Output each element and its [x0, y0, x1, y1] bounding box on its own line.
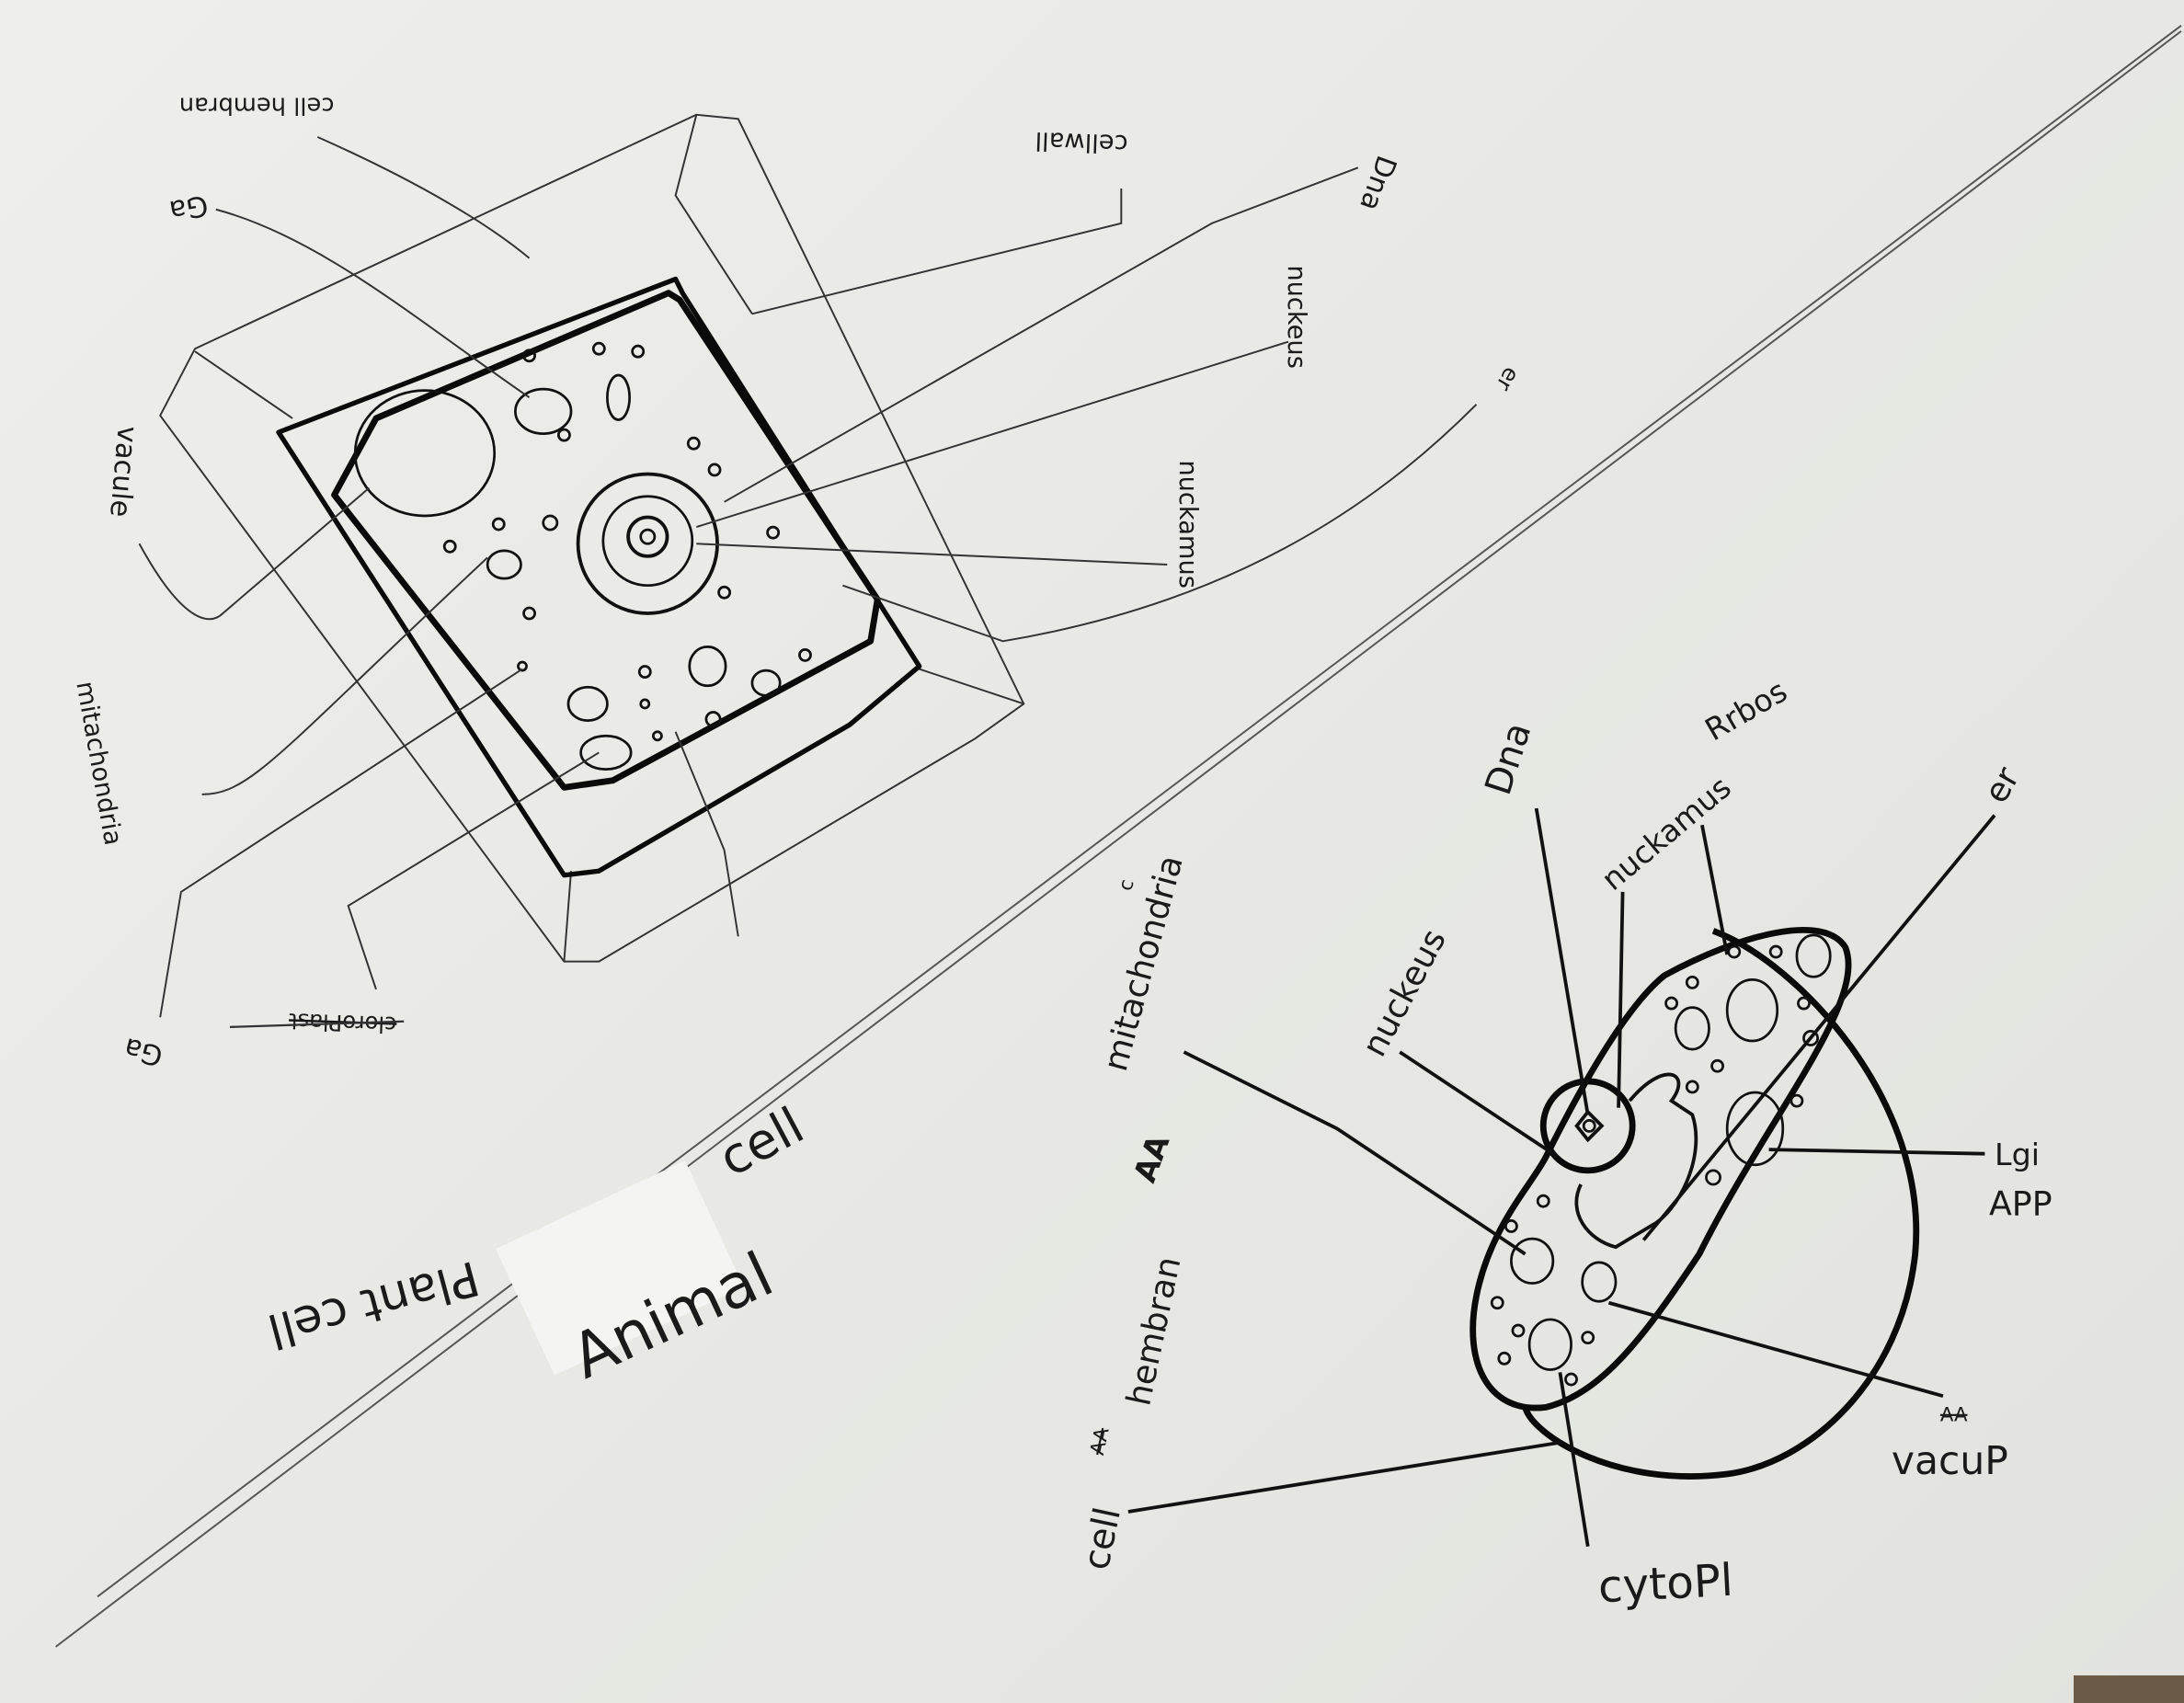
mitochondria [566, 685, 609, 722]
mitochondria [1725, 977, 1779, 1043]
label-golgi-1: Lgi [1995, 1137, 2040, 1172]
golgi [514, 387, 573, 435]
label-golgi-bottom: Ga [120, 1031, 166, 1072]
label-ribosomes: Rrbos [1699, 673, 1793, 749]
mitochondria [1510, 1237, 1555, 1285]
plant-cell-title: Plant cell [262, 1250, 485, 1359]
cell-wall-outer [159, 113, 1025, 963]
label-vacuole-crossed: AA [1940, 1402, 1968, 1425]
vacuole [1581, 1261, 1618, 1303]
scribble-mark: AA [1126, 1130, 1176, 1187]
ribosomes [1490, 944, 1820, 1387]
dna [639, 528, 657, 545]
label-nucleus: nuckeus [1282, 265, 1310, 369]
cytoplasm-body [1469, 927, 1852, 1412]
nucleolus [1574, 1109, 1605, 1143]
vacuole [1795, 933, 1832, 978]
table-edge [2074, 1675, 2184, 1703]
vacuole [353, 389, 497, 518]
animal-leader-lines [1127, 807, 1996, 1548]
label-cytoplasm: cytoPl [1597, 1555, 1734, 1614]
label-cell-membrane-2: hembran [1118, 1253, 1188, 1409]
chloroplast [750, 669, 782, 697]
chloroplast [579, 734, 633, 771]
cell-membrane-outer [1522, 928, 1920, 1480]
golgi-apparatus [1725, 1091, 1785, 1167]
dna [1582, 1118, 1596, 1133]
correction-tape [496, 1160, 744, 1376]
label-vacuole: vacule [103, 425, 143, 519]
vacuole [1674, 1006, 1710, 1051]
label-nucleolus: nuckamus [1173, 460, 1202, 589]
label-cell-membrane: cell hembran [179, 92, 335, 120]
nucleus-envelope [1574, 1072, 1698, 1250]
label-nucleolus: nuckamus [1595, 770, 1738, 898]
strike-line [229, 1020, 405, 1028]
label-cell-membrane-1: cell [1075, 1503, 1129, 1573]
cell-wall-inner [194, 114, 1024, 962]
label-golgi: Ga [166, 189, 210, 227]
divider-line [97, 25, 2182, 1598]
mitochondria [486, 549, 522, 580]
animal-cell-drawing: Dna Rrbos nuckamus er nuckeus mitachondr… [1075, 673, 2053, 1614]
nucleolus [626, 515, 669, 558]
label-dna: Dna [1477, 717, 1539, 800]
nucleus [1539, 1078, 1636, 1174]
label-mitochondria-insert: c [1114, 876, 1138, 893]
plant-cell-drawing: cell hembran Ga cellwall Dna nuckeus er … [70, 92, 1525, 1359]
label-mitochondria: mitachondria [1095, 852, 1191, 1076]
plant-leader-lines [138, 136, 1478, 1018]
nucleus-inner [601, 495, 694, 588]
mitochondria [1527, 1318, 1572, 1371]
label-vacuole: vacuP [1892, 1439, 2008, 1484]
label-mitochondria: mitachondria [70, 680, 127, 848]
nucleus [576, 472, 719, 615]
cell-membrane [331, 290, 881, 791]
label-cell-membrane-crossed: AA [1085, 1425, 1114, 1457]
label-er: er [1491, 362, 1525, 395]
label-er: er [1976, 760, 2028, 810]
ribosomes [442, 341, 812, 742]
cell-wall-thick [276, 276, 922, 878]
animal-cell-title-cell: cell [709, 1095, 813, 1188]
divider-line [54, 30, 2182, 1648]
chloroplast [606, 373, 631, 421]
label-dna: Dna [1353, 151, 1402, 214]
mitochondria [688, 645, 727, 688]
label-cell-wall: cellwall [1035, 126, 1128, 158]
label-golgi-2: APP [1989, 1183, 2053, 1223]
label-nucleus: nuckeus [1355, 922, 1454, 1063]
